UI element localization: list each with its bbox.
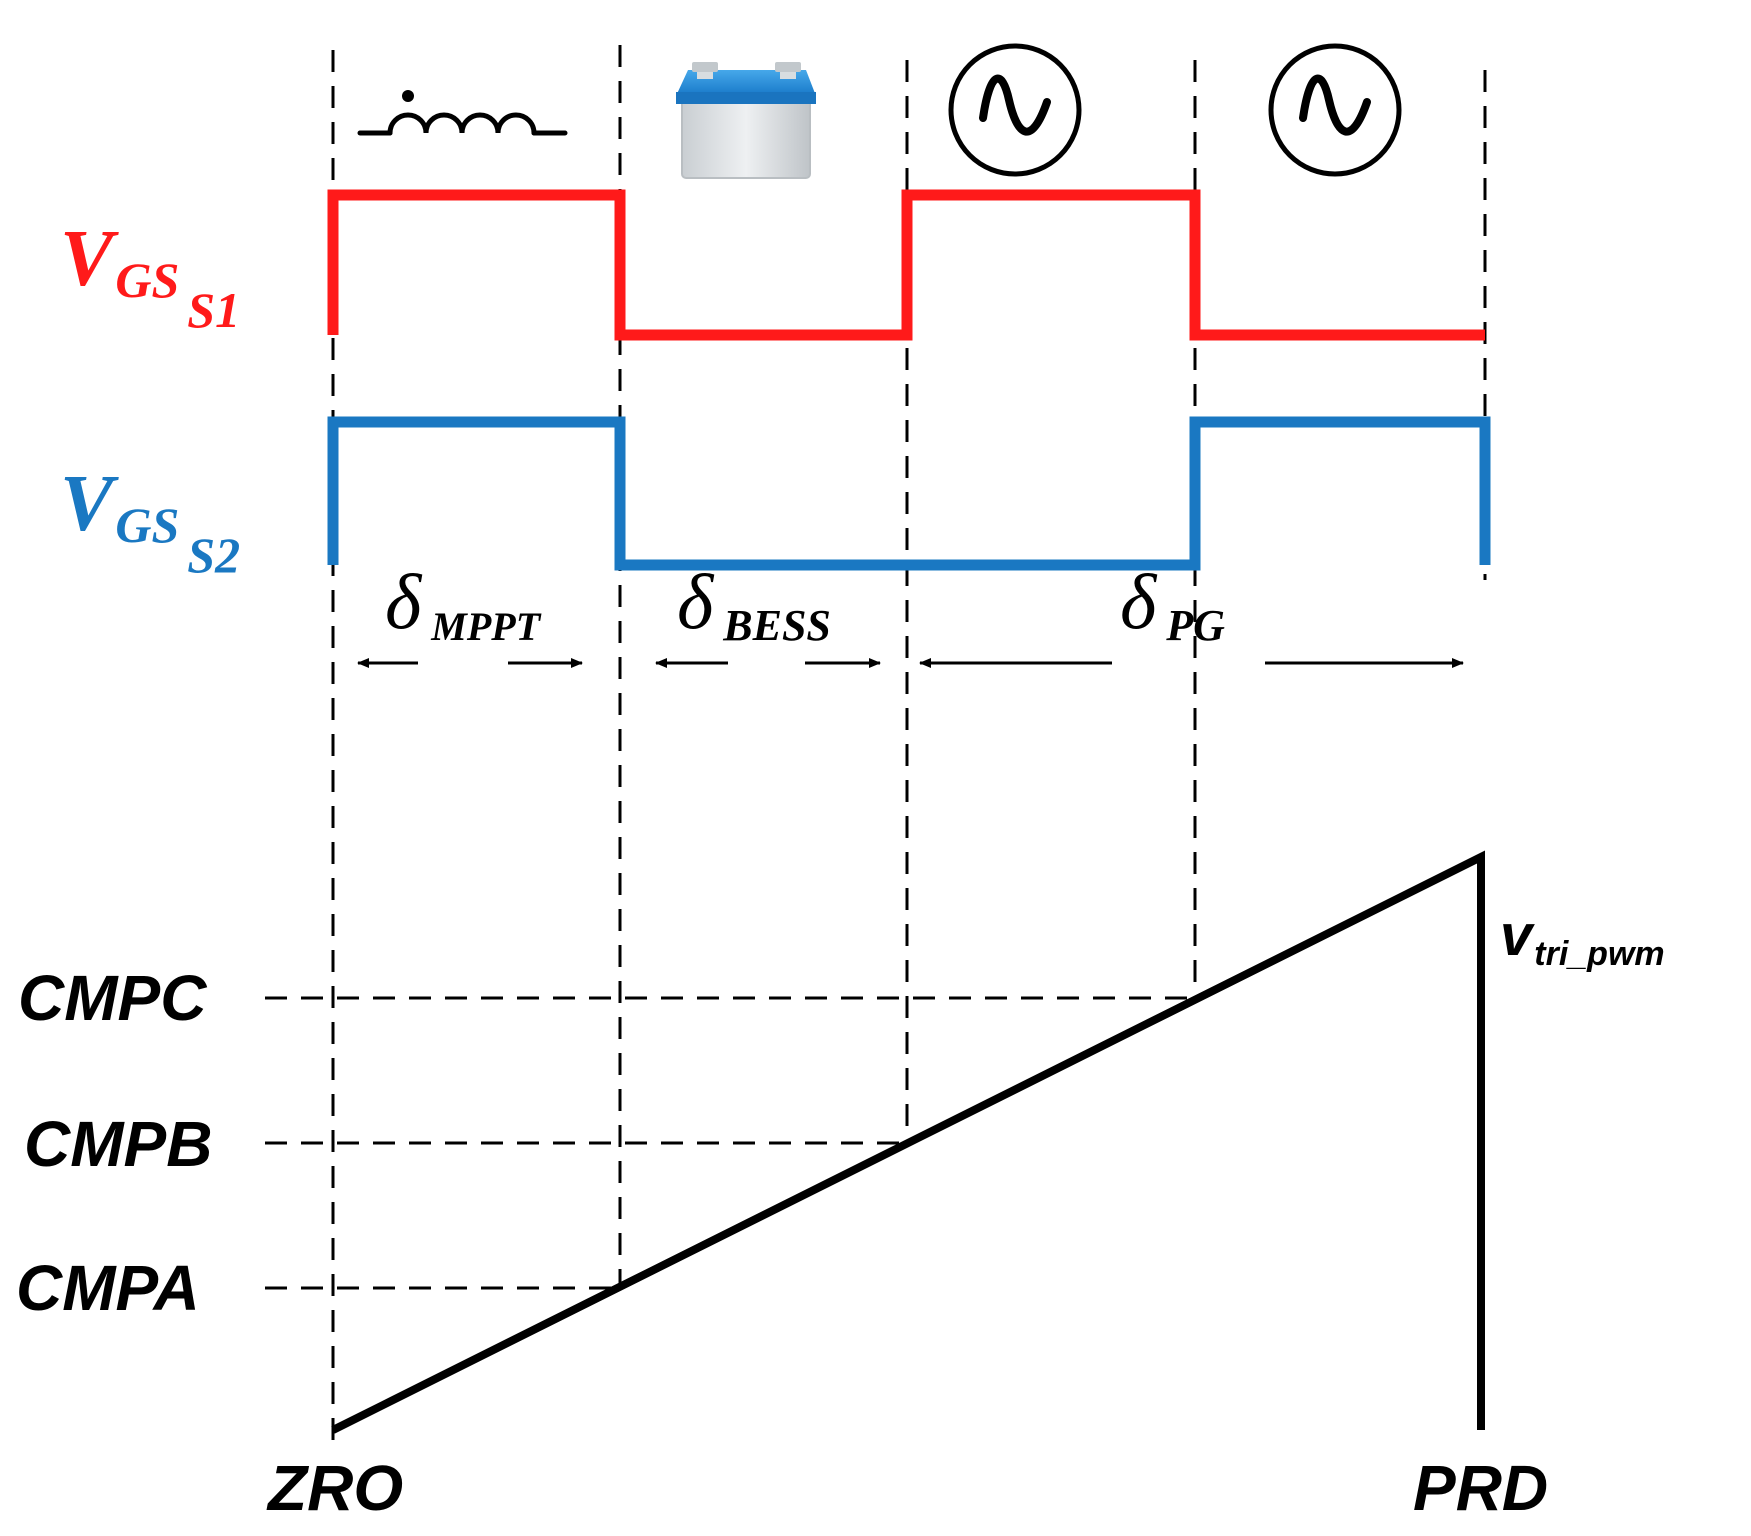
vgs-s2-waveform [327, 416, 1491, 571]
ac-source-icon [1268, 43, 1402, 177]
vgs-s1-label: VGSS1 [60, 215, 240, 338]
delta-mppt-symbol: δ [385, 558, 423, 645]
vgs-s1-main: V [60, 215, 119, 303]
compare-guides [265, 996, 1195, 1290]
inductor-icon [357, 90, 568, 136]
vgs-s1-sub: GS [115, 252, 179, 308]
zro-label: ZRO [266, 1452, 403, 1524]
cmpb-label: CMPB [24, 1108, 212, 1180]
prd-label: PRD [1413, 1452, 1548, 1524]
ac-source-icon [948, 43, 1082, 177]
carrier-main: v [1500, 903, 1535, 968]
vgs-s2-main: V [60, 460, 119, 548]
delta-pg-sub: PG [1165, 601, 1225, 650]
delta-mppt-sub: MPPT [430, 604, 541, 649]
delta-bess-symbol: δ [677, 558, 715, 645]
cmpa-label: CMPA [16, 1252, 200, 1324]
vgs-s1-waveform [327, 189, 1485, 341]
cmpc-label: CMPC [18, 962, 207, 1034]
vgs-s2-subsub: S2 [187, 527, 240, 583]
delta-bess-sub: BESS [722, 601, 831, 650]
carrier-sub: tri_pwm [1534, 935, 1664, 973]
vgs-s2-sub: GS [115, 497, 179, 553]
sawtooth-carrier [331, 850, 1485, 1434]
battery-icon [676, 62, 816, 179]
carrier-label: vtri_pwm [1500, 903, 1665, 973]
vgs-s1-subsub: S1 [187, 282, 240, 338]
vgs-s2-label: VGSS2 [60, 460, 240, 583]
delta-pg-symbol: δ [1120, 558, 1158, 645]
